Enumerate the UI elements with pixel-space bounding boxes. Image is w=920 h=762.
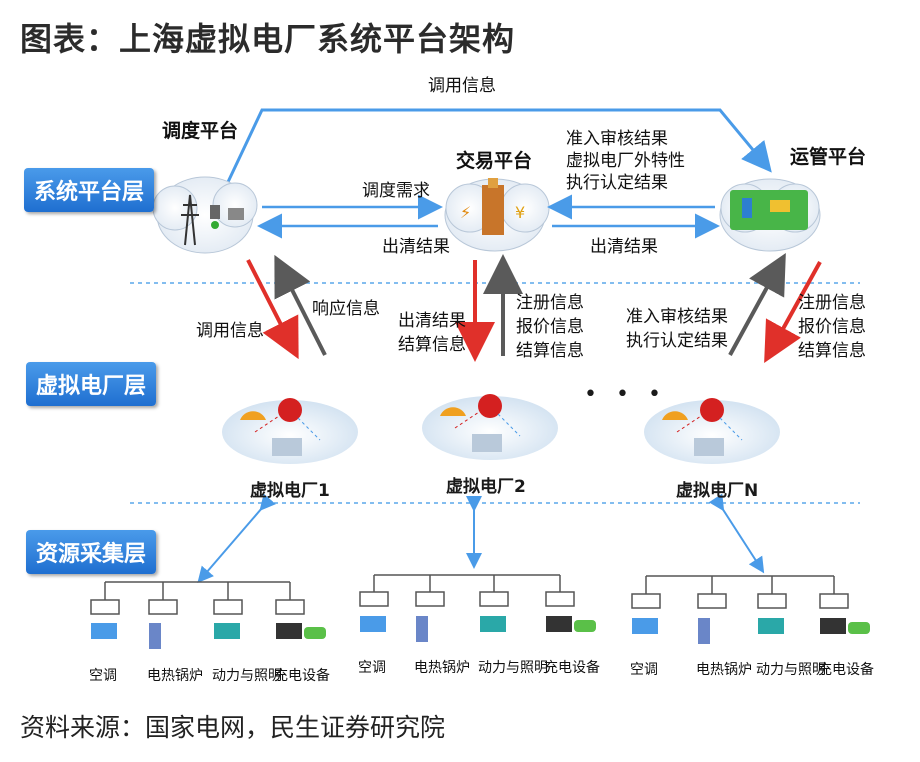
more-vpps-ellipsis: • • •	[584, 382, 667, 407]
dispatch-demand-label: 调度需求	[362, 181, 430, 201]
op-down-arrow	[764, 261, 822, 364]
vpp-2-label: 虚拟电厂2	[446, 477, 526, 497]
meter-box	[213, 599, 243, 615]
air-conditioner-icon	[632, 618, 658, 634]
meter-box	[415, 591, 445, 607]
call-info-top-label: 调用信息	[428, 76, 496, 96]
electric-car-icon	[304, 627, 326, 639]
resource-trees	[90, 574, 870, 649]
meter-box	[479, 591, 509, 607]
device-label: 动力与照明	[478, 660, 548, 676]
meter-box	[697, 593, 727, 609]
op-up-line-3: 结算信息	[798, 341, 866, 361]
clearing-left-label: 出清结果	[382, 237, 450, 257]
trade-down-line-2: 结算信息	[398, 335, 466, 355]
meter-box	[545, 591, 575, 607]
vpp-1-label: 虚拟电厂1	[250, 481, 330, 501]
trade-up-line-2: 报价信息	[516, 317, 584, 337]
charging-device-icon	[546, 616, 572, 632]
meter-box	[275, 599, 305, 615]
yen-icon: ¥	[515, 203, 525, 222]
op-down-line-2: 执行认定结果	[626, 331, 728, 351]
layer-tag-platform: 系统平台层	[24, 168, 155, 212]
electric-car-icon	[848, 622, 870, 634]
op-down-line-1: 准入审核结果	[626, 307, 728, 327]
op-up-line-1: 注册信息	[798, 293, 866, 313]
operation-platform-cloud	[719, 178, 821, 252]
dispatch-platform-label: 调度平台	[162, 120, 239, 142]
charging-device-icon	[820, 618, 846, 634]
op-up-arrow	[728, 252, 786, 356]
vpp1-resource-link	[197, 493, 276, 584]
trading-platform-label: 交易平台	[456, 150, 533, 172]
op-to-trade-line-1: 准入审核结果	[566, 129, 668, 149]
device-label: 电热锅炉	[147, 668, 203, 684]
meter-box	[90, 599, 120, 615]
electric-car-icon	[574, 620, 596, 632]
trade-down-line-1: 出清结果	[398, 311, 466, 331]
op-up-line-2: 报价信息	[798, 317, 866, 337]
response-info-label: 响应信息	[312, 299, 380, 319]
device-label: 充电设备	[544, 660, 600, 676]
layer-tag-vpp: 虚拟电厂层	[26, 362, 157, 406]
device-label: 空调	[89, 668, 117, 684]
clearing-right-label: 出清结果	[590, 237, 658, 257]
meter-box	[819, 593, 849, 609]
trading-platform-cloud: ⚡ ¥	[444, 178, 550, 252]
trade-up-line-3: 结算信息	[516, 341, 584, 361]
source-note: 资料来源：国家电网，民生证券研究院	[20, 713, 446, 742]
vpp-n-label: 虚拟电厂N	[676, 481, 759, 501]
air-conditioner-icon	[360, 616, 386, 632]
figure-title: 图表：上海虚拟电厂系统平台架构	[20, 20, 516, 58]
device-label: 空调	[358, 660, 386, 676]
meter-box	[631, 593, 661, 609]
vppn-resource-link	[708, 493, 765, 574]
charging-device-icon	[276, 623, 302, 639]
response-up-arrow	[274, 254, 327, 356]
dispatch-platform-cloud	[152, 176, 258, 254]
trade-up-line-1: 注册信息	[516, 293, 584, 313]
op-to-trade-line-3: 执行认定结果	[566, 173, 668, 193]
call-info-arrow	[226, 108, 772, 183]
power-tower-icon	[181, 194, 199, 246]
call-info-down-arrow	[246, 259, 299, 360]
device-label: 动力与照明	[212, 668, 282, 684]
vpp-1-graphic	[222, 398, 358, 464]
power-lighting-icon	[480, 616, 506, 632]
meter-box	[359, 591, 389, 607]
vpp-2-graphic	[422, 394, 558, 460]
lightning-icon: ⚡	[460, 203, 471, 222]
electric-boiler-icon	[416, 616, 428, 642]
device-label: 电热锅炉	[414, 660, 470, 676]
device-label: 空调	[630, 662, 658, 678]
vpp-n-graphic	[644, 398, 780, 464]
call-info-left-label: 调用信息	[196, 321, 264, 341]
architecture-diagram: ⚡ ¥	[90, 108, 870, 649]
air-conditioner-icon	[91, 623, 117, 639]
op-to-trade-line-2: 虚拟电厂外特性	[566, 151, 685, 171]
meter-box	[148, 599, 178, 615]
device-label: 充电设备	[274, 668, 330, 684]
operation-platform-label: 运管平台	[790, 146, 867, 168]
device-label: 电热锅炉	[696, 662, 752, 678]
meter-box	[757, 593, 787, 609]
electric-boiler-icon	[149, 623, 161, 649]
power-lighting-icon	[214, 623, 240, 639]
device-label: 动力与照明	[756, 662, 826, 678]
power-lighting-icon	[758, 618, 784, 634]
electric-boiler-icon	[698, 618, 710, 644]
device-label: 充电设备	[818, 662, 874, 678]
layer-tag-resource: 资源采集层	[26, 530, 157, 574]
